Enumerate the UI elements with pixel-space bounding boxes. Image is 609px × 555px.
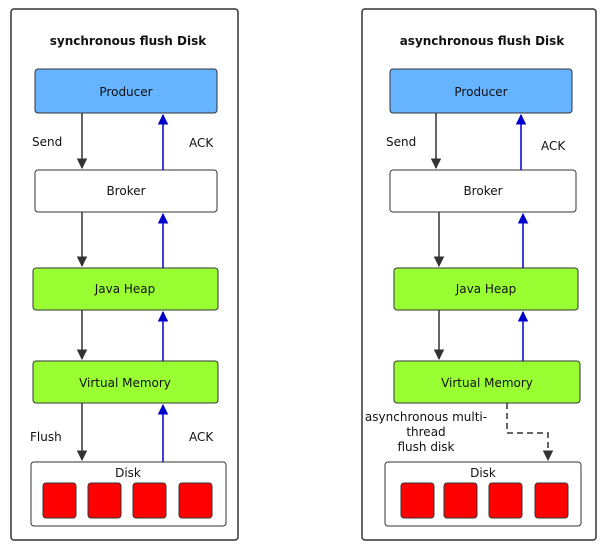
async-producer-box xyxy=(389,68,573,114)
sync-disk-block xyxy=(42,482,77,519)
sync-virtual-memory-label: Virtual Memory xyxy=(79,376,171,390)
sync-disk-block xyxy=(132,482,167,519)
async-broker-box xyxy=(389,169,577,213)
async-java-heap-label: Java Heap xyxy=(455,282,517,296)
sync-java-heap-label: Java Heap xyxy=(94,282,156,296)
async-multithread-label-line1: asynchronous multi- xyxy=(365,410,487,424)
async-broker-label: Broker xyxy=(463,184,502,198)
async-virtual-memory-box xyxy=(393,360,581,404)
sync-flush-label: Flush xyxy=(30,430,62,444)
async-flush-dashed-arrow xyxy=(506,403,554,462)
sync-broker-label: Broker xyxy=(106,184,145,198)
async-disk-block xyxy=(488,482,523,519)
sync-panel: synchronous flush Disk Producer Broker J… xyxy=(10,8,239,541)
async-java-heap-box xyxy=(393,267,579,311)
async-multithread-label-line3: flush disk xyxy=(398,440,455,454)
async-ack-top-label: ACK xyxy=(541,139,566,153)
sync-disk-box xyxy=(30,461,227,527)
sync-ack-bottom-label: ACK xyxy=(189,430,214,444)
async-disk-label: Disk xyxy=(470,466,496,480)
async-multithread-label-line2: thread xyxy=(406,425,445,439)
async-disk-block xyxy=(400,482,435,519)
sync-java-heap-box xyxy=(32,267,219,311)
sync-producer-label: Producer xyxy=(99,85,152,99)
sync-ack-top-label: ACK xyxy=(189,136,214,150)
async-panel-title: asynchronous flush Disk xyxy=(400,34,566,48)
async-send-label: Send xyxy=(386,135,416,149)
async-producer-label: Producer xyxy=(454,85,507,99)
sync-disk-block xyxy=(87,482,122,519)
sync-send-label: Send xyxy=(32,135,62,149)
sync-producer-box xyxy=(34,68,218,114)
async-disk-block xyxy=(534,482,569,519)
sync-disk-block xyxy=(178,482,213,519)
async-virtual-memory-label: Virtual Memory xyxy=(441,376,533,390)
sync-broker-box xyxy=(34,169,218,213)
sync-panel-title: synchronous flush Disk xyxy=(50,34,207,48)
sync-disk-label: Disk xyxy=(115,466,141,480)
async-disk-block xyxy=(443,482,478,519)
sync-virtual-memory-box xyxy=(32,360,219,404)
async-panel: asynchronous flush Disk Producer Broker … xyxy=(361,8,597,541)
